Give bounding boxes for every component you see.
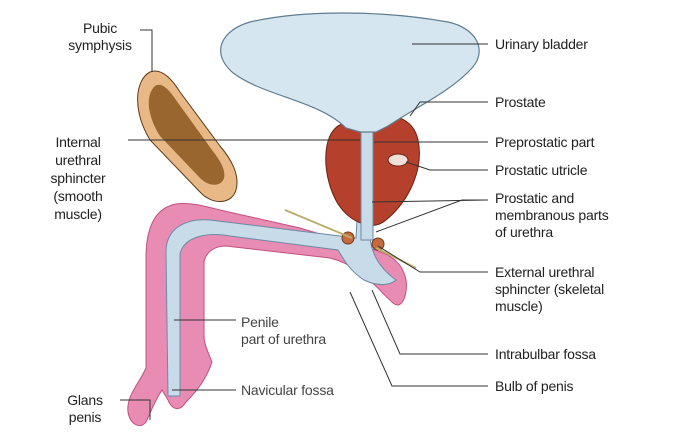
- leader-bulb-of-penis: [350, 292, 488, 386]
- prostatic-utricle-shape: [388, 154, 408, 166]
- label-glans-penis: Glans penis: [52, 392, 118, 426]
- label-preprostatic-part: Preprostatic part: [495, 134, 594, 151]
- label-prostate: Prostate: [495, 94, 546, 111]
- label-pubic-symphysis: Pubic symphysis: [58, 20, 142, 54]
- label-urinary-bladder: Urinary bladder: [495, 36, 588, 53]
- label-penile-part-of-urethra: Penile part of urethra: [241, 314, 326, 348]
- label-intrabulbar-fossa: Intrabulbar fossa: [495, 346, 596, 363]
- urinary-bladder-shape: [221, 13, 480, 132]
- prostatic-urethra-shape: [361, 130, 373, 240]
- label-prostatic-utricle: Prostatic utricle: [495, 162, 587, 179]
- label-navicular-fossa: Navicular fossa: [241, 382, 334, 399]
- label-bulb-of-penis: Bulb of penis: [495, 378, 573, 395]
- label-internal-urethral-sphincter: Internal urethral sphincter (smooth musc…: [30, 133, 126, 223]
- label-prostatic-membranous-urethra: Prostatic and membranous parts of urethr…: [495, 190, 609, 241]
- label-external-urethral-sphincter: External urethral sphincter (skeletal mu…: [495, 264, 604, 315]
- pubic-symphysis-shape: [138, 71, 237, 202]
